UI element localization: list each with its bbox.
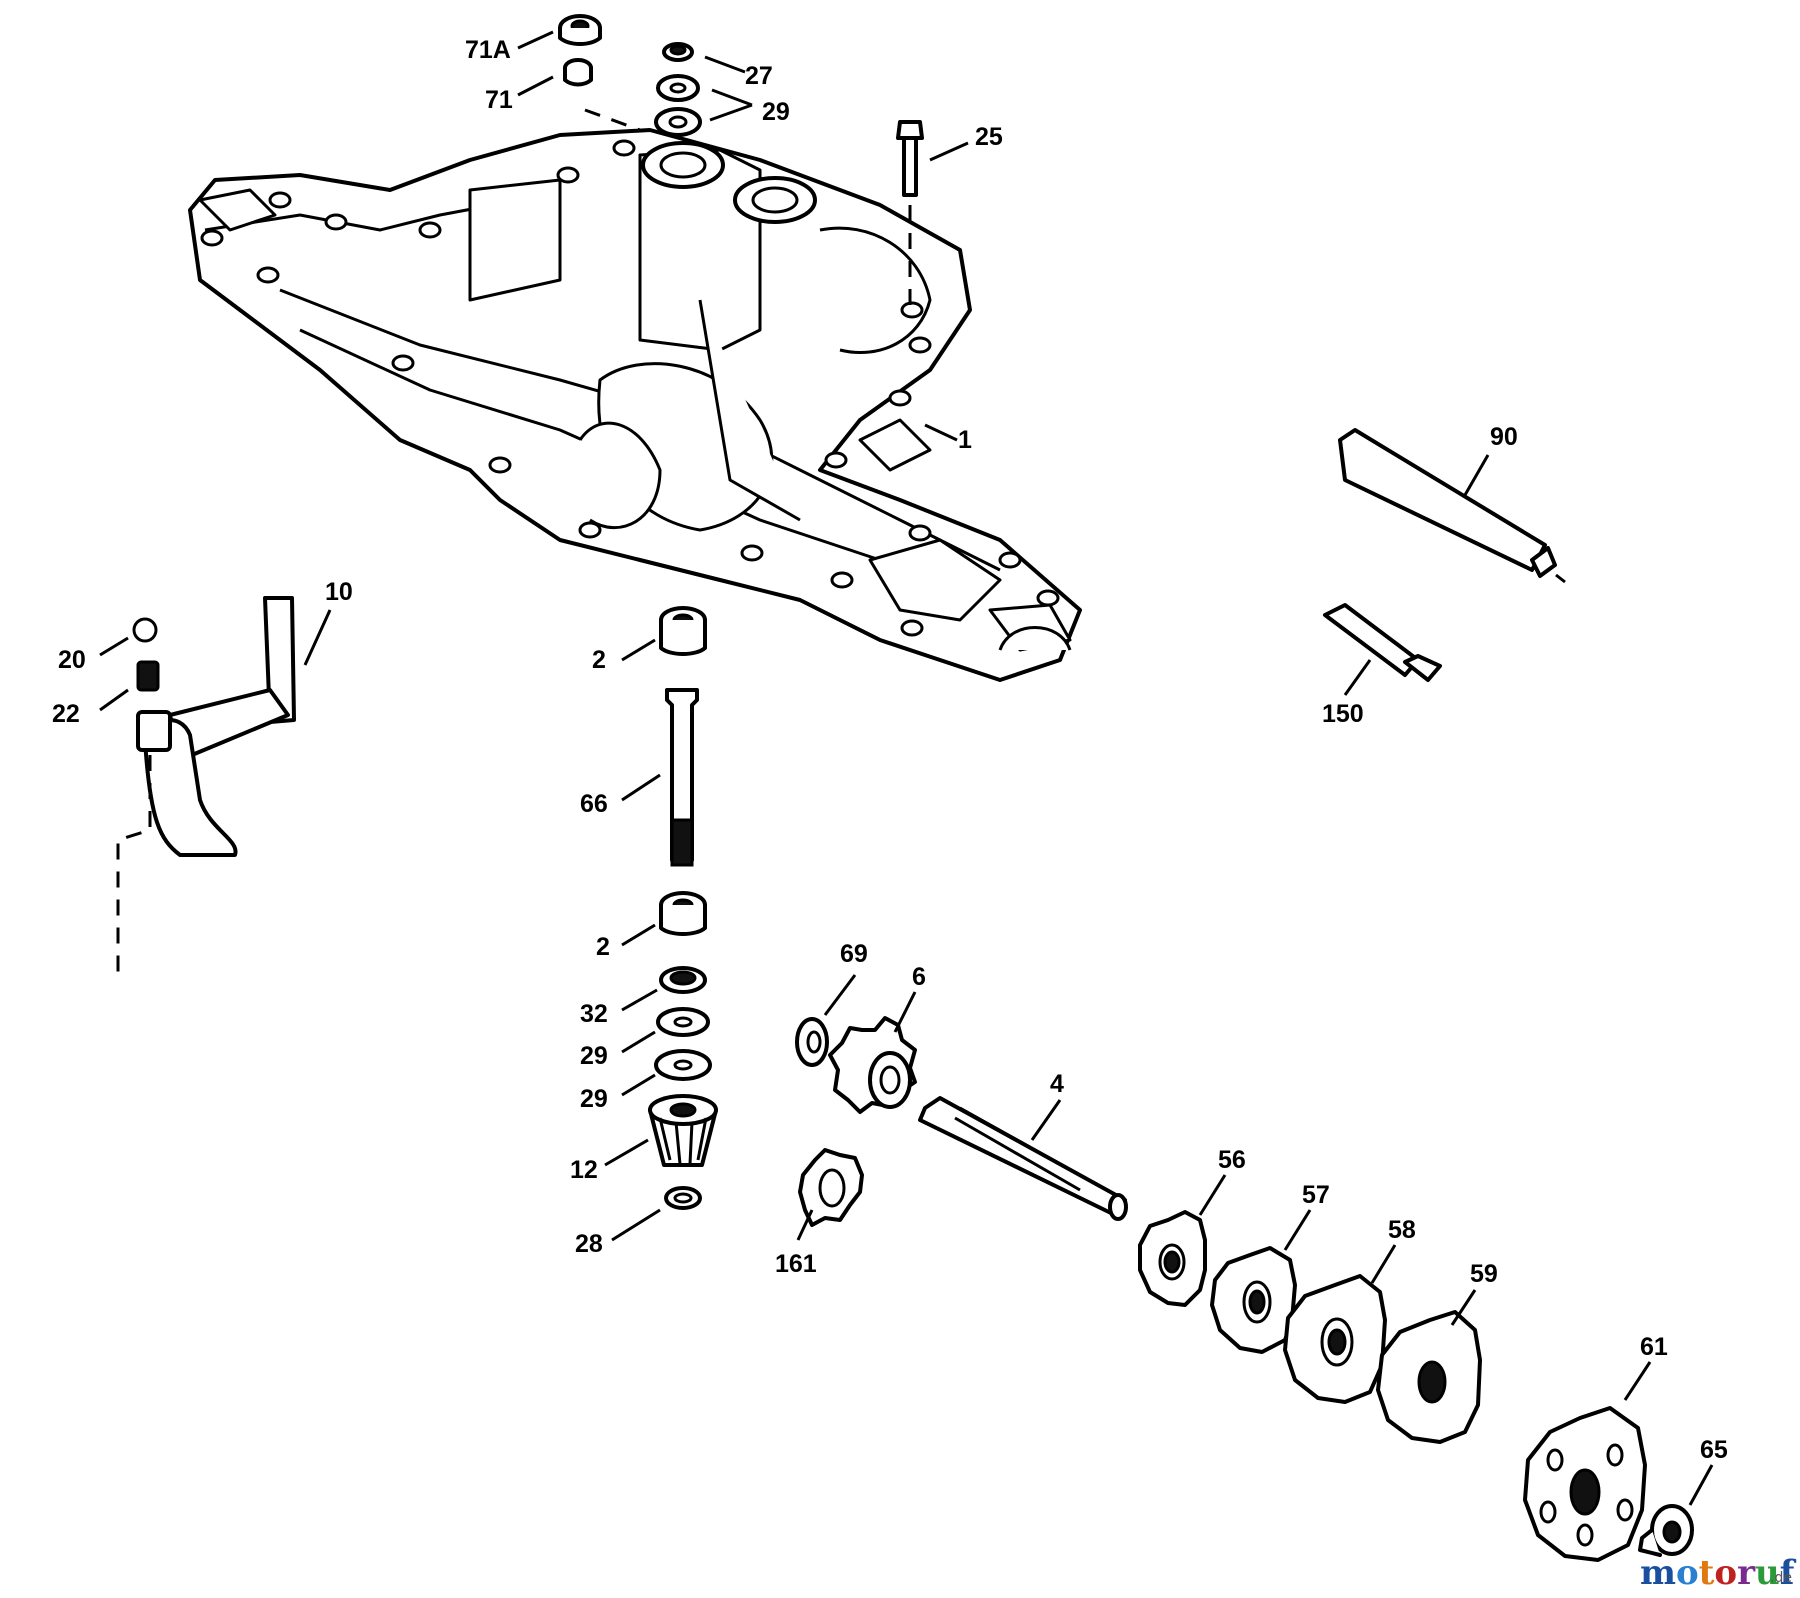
watermark-letter: m <box>1640 1553 1676 1593</box>
watermark-letter: f <box>1780 1553 1797 1593</box>
callout-25: 25 <box>975 123 1003 151</box>
watermark-letter: o <box>1714 1553 1737 1593</box>
gear-58 <box>1283 1274 1387 1404</box>
snap-ring-28 <box>664 1186 702 1210</box>
callout-28: 28 <box>575 1230 603 1258</box>
callout-2-bottom: 2 <box>596 933 610 961</box>
gear-57 <box>1210 1246 1297 1354</box>
watermark-letter: r <box>1737 1553 1756 1593</box>
housing-part-1 <box>188 128 1082 682</box>
callout-161: 161 <box>775 1250 817 1278</box>
bolt-25 <box>896 120 924 305</box>
callout-27: 27 <box>745 62 773 90</box>
callout-58: 58 <box>1388 1216 1416 1244</box>
callout-59: 59 <box>1470 1260 1498 1288</box>
bushing-71 <box>563 58 593 87</box>
watermark-logo: motoruf .de <box>1640 1553 1797 1593</box>
watermark-letter: u <box>1755 1553 1780 1593</box>
callout-66: 66 <box>580 790 608 818</box>
seal-71a <box>558 14 602 46</box>
callout-29-a: 29 <box>580 1042 608 1070</box>
gear-6 <box>828 1016 917 1114</box>
gear-56 <box>1138 1210 1207 1307</box>
callout-22: 22 <box>52 700 80 728</box>
bearing-2-bottom <box>659 891 707 936</box>
washer-29-top <box>654 74 702 137</box>
gear-61 <box>1523 1406 1647 1562</box>
spacer-65 <box>1638 1504 1694 1557</box>
callout-20: 20 <box>58 646 86 674</box>
callout-29-top: 29 <box>762 98 790 126</box>
washer-69 <box>795 1017 829 1067</box>
shaft-4 <box>918 1096 1128 1221</box>
callout-29-b: 29 <box>580 1085 608 1113</box>
shaft-66 <box>665 688 699 867</box>
ring-32 <box>659 966 707 994</box>
callout-2-top: 2 <box>592 646 606 674</box>
grease-tube-90 <box>1338 428 1566 584</box>
callout-56: 56 <box>1218 1146 1246 1174</box>
washer-29-a <box>656 1007 710 1037</box>
ring-27 <box>662 42 694 62</box>
spring-22 <box>136 660 160 692</box>
washer-29-b <box>654 1049 712 1081</box>
svg-text:motoruf: motoruf <box>1640 1553 1797 1593</box>
callout-71: 71 <box>485 86 513 114</box>
sealant-tube-150 <box>1323 603 1442 682</box>
bevel-gear-12 <box>648 1094 718 1167</box>
pinion-161 <box>798 1148 864 1227</box>
callout-12: 12 <box>570 1156 598 1184</box>
callout-1: 1 <box>958 426 972 454</box>
callout-57: 57 <box>1302 1181 1330 1209</box>
shift-fork-10 <box>116 596 296 978</box>
callout-150: 150 <box>1322 700 1364 728</box>
callout-61: 61 <box>1640 1333 1668 1361</box>
watermark-suffix: .de <box>1770 1570 1792 1586</box>
callout-4: 4 <box>1050 1070 1064 1098</box>
callout-10: 10 <box>325 578 353 606</box>
bearing-2-top <box>659 606 707 656</box>
watermark-letter: o <box>1676 1553 1699 1593</box>
callout-labels: 71A 71 27 29 25 1 90 150 10 20 22 2 66 2… <box>52 36 1728 1464</box>
callout-65: 65 <box>1700 1436 1728 1464</box>
ball-20 <box>132 617 158 643</box>
callout-71a: 71A <box>465 36 511 64</box>
watermark-letter: t <box>1699 1553 1715 1593</box>
gear-59 <box>1376 1310 1482 1444</box>
callout-69: 69 <box>840 940 868 968</box>
leader-lines <box>99 30 1714 1506</box>
callout-90: 90 <box>1490 423 1518 451</box>
callout-6: 6 <box>912 963 926 991</box>
callout-32: 32 <box>580 1000 608 1028</box>
